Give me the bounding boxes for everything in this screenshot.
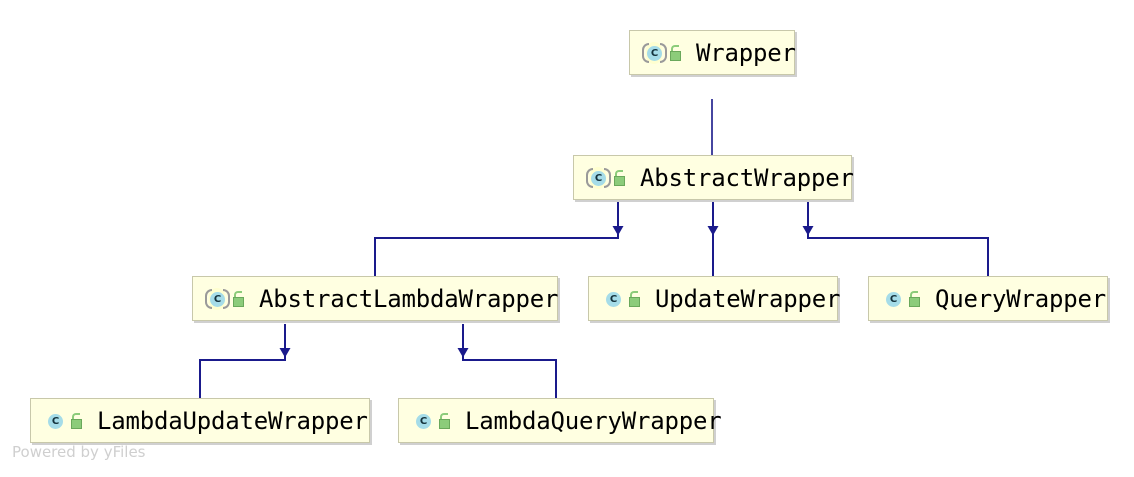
class-name-label: AbstractLambdaWrapper xyxy=(259,284,559,313)
edge-abstractlambdawrapper-to-abstractwrapper xyxy=(374,202,624,276)
class-node-update-wrapper[interactable]: C UpdateWrapper xyxy=(588,276,841,321)
yfiles-watermark: Powered by yFiles xyxy=(12,443,146,461)
class-icon: C xyxy=(585,166,611,190)
unlocked-padlock-icon xyxy=(906,288,926,310)
class-name-label: LambdaUpdateWrapper xyxy=(97,406,368,435)
unlocked-padlock-icon xyxy=(436,410,456,432)
class-name-label: UpdateWrapper xyxy=(655,284,841,313)
class-icon: C xyxy=(641,41,667,65)
class-node-abstract-lambda-wrapper[interactable]: C AbstractLambdaWrapper xyxy=(192,276,558,321)
class-node-wrapper[interactable]: C Wrapper xyxy=(629,30,796,75)
class-icon: C xyxy=(880,287,906,311)
node-icons: C xyxy=(600,287,646,311)
unlocked-padlock-icon xyxy=(611,167,631,189)
edge-querywrapper-to-abstractwrapper xyxy=(802,202,989,276)
class-node-lambda-query-wrapper[interactable]: C LambdaQueryWrapper xyxy=(398,398,722,443)
class-node-abstract-wrapper[interactable]: C AbstractWrapper xyxy=(573,155,854,200)
unlocked-padlock-icon xyxy=(667,42,687,64)
unlocked-padlock-icon xyxy=(230,288,250,310)
class-name-label: LambdaQueryWrapper xyxy=(465,406,722,435)
node-icons: C xyxy=(880,287,926,311)
class-name-label: Wrapper xyxy=(696,38,796,67)
class-icon: C xyxy=(204,287,230,311)
node-icons: C xyxy=(42,409,88,433)
node-icons: C xyxy=(410,409,456,433)
unlocked-padlock-icon xyxy=(626,288,646,310)
node-icons: C xyxy=(204,287,250,311)
class-icon: C xyxy=(42,409,68,433)
edge-lambdaquerywrapper-to-abstractlambdawrapper xyxy=(457,324,557,398)
class-node-query-wrapper[interactable]: C QueryWrapper xyxy=(868,276,1108,321)
class-icon: C xyxy=(600,287,626,311)
class-name-label: QueryWrapper xyxy=(935,284,1106,313)
node-icons: C xyxy=(641,41,687,65)
class-name-label: AbstractWrapper xyxy=(640,163,854,192)
edge-lambdaupdatewrapper-to-abstractlambdawrapper xyxy=(199,324,291,398)
class-icon: C xyxy=(410,409,436,433)
node-icons: C xyxy=(585,166,631,190)
unlocked-padlock-icon xyxy=(68,410,88,432)
class-node-lambda-update-wrapper[interactable]: C LambdaUpdateWrapper xyxy=(30,398,370,443)
